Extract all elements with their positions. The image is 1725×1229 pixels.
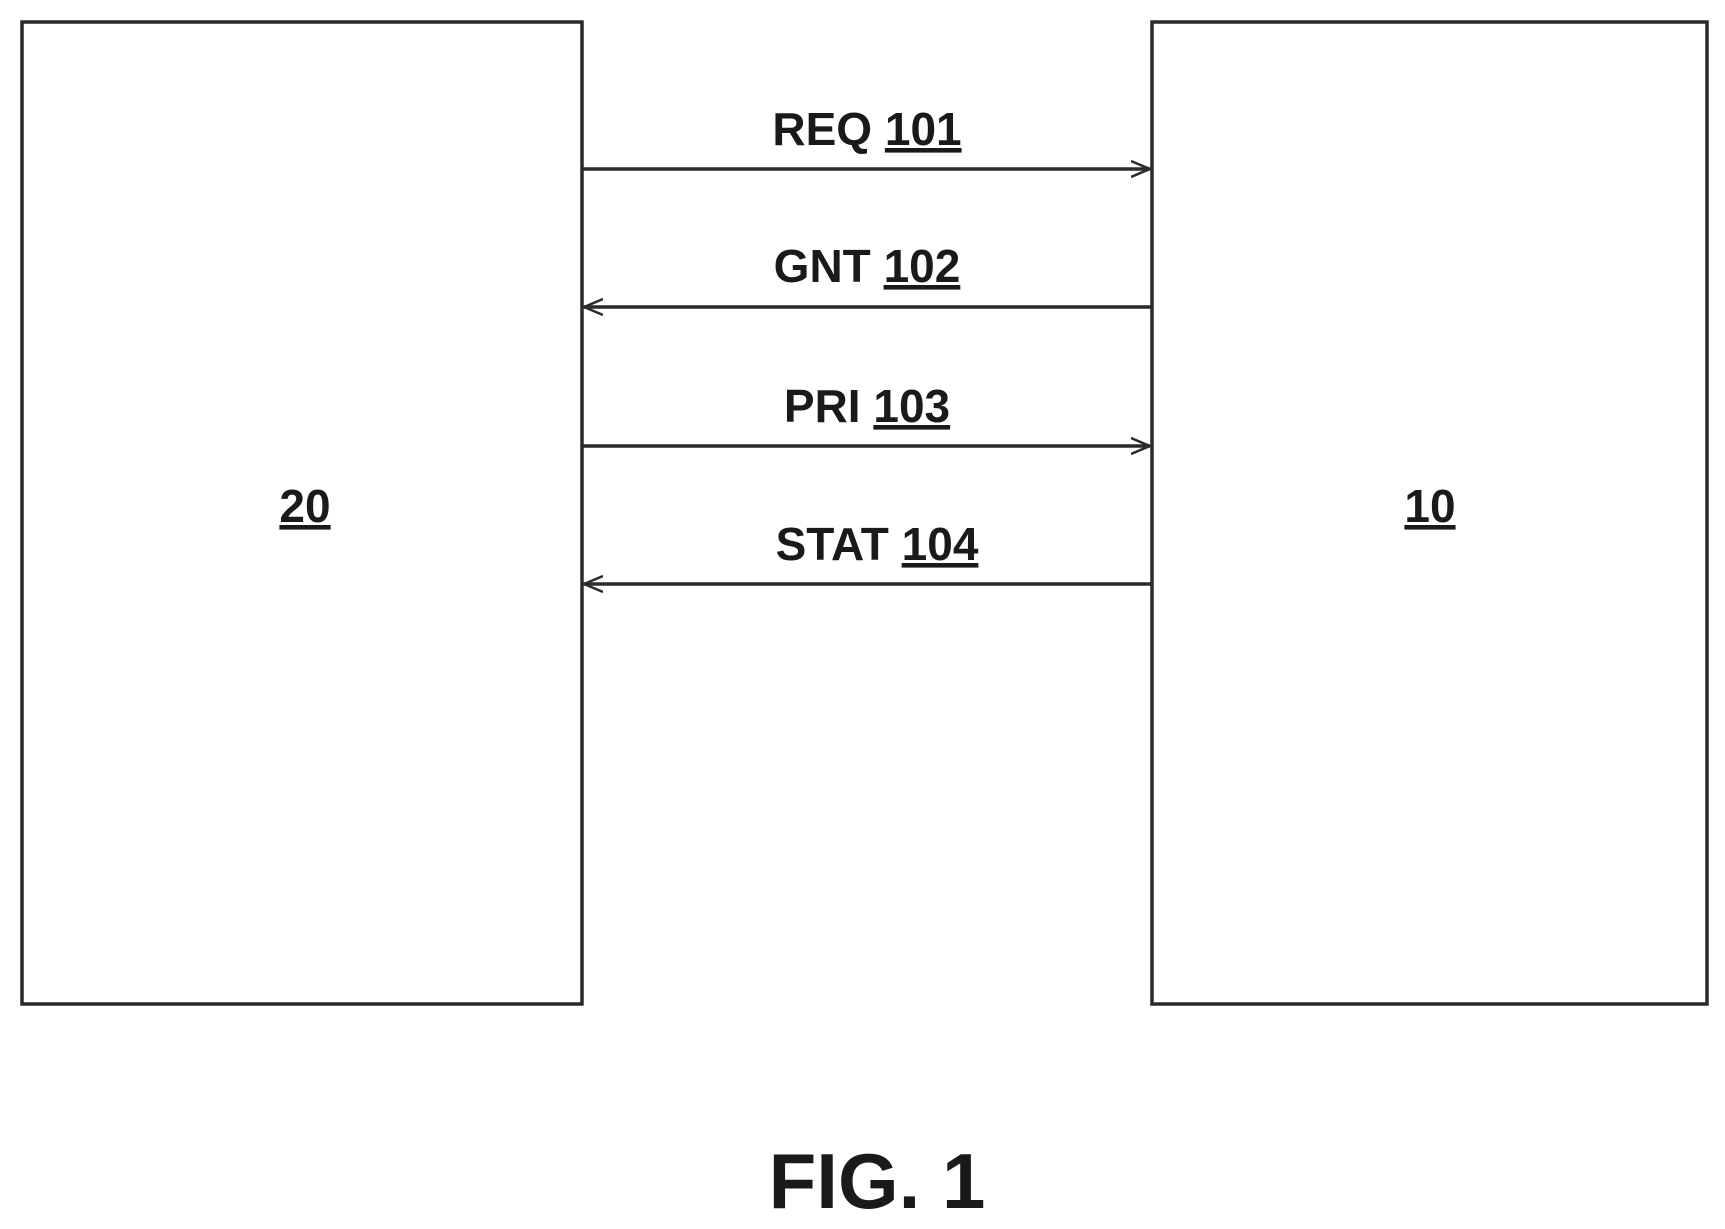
gnt-signal-name: GNT xyxy=(774,240,871,292)
req-signal-label: REQ 101 xyxy=(772,103,961,155)
stat-signal-label: STAT 104 xyxy=(776,518,979,570)
block-10-label: 10 xyxy=(1404,480,1455,532)
gnt-signal-label: GNT 102 xyxy=(774,240,961,292)
pri-signal-label: PRI 103 xyxy=(784,380,950,432)
req-signal-name: REQ xyxy=(772,103,872,155)
pri-signal-name: PRI xyxy=(784,380,861,432)
gnt-signal-ref: 102 xyxy=(884,240,961,292)
req-signal-ref: 101 xyxy=(885,103,962,155)
stat-signal-name: STAT xyxy=(776,518,889,570)
pri-signal-ref: 103 xyxy=(873,380,950,432)
figure-caption: FIG. 1 xyxy=(769,1137,986,1225)
stat-signal-ref: 104 xyxy=(902,518,979,570)
block-20-label: 20 xyxy=(279,480,330,532)
